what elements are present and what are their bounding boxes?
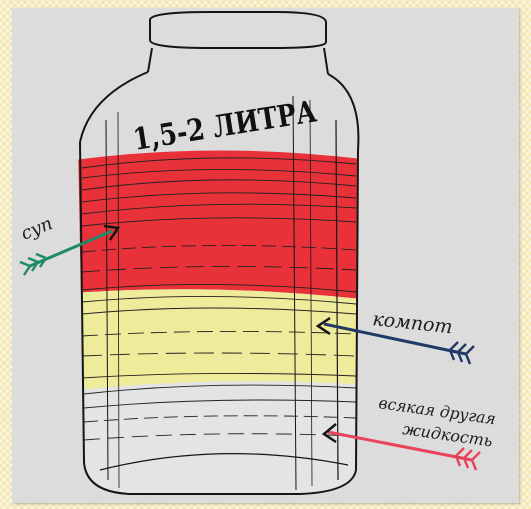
volume-label: 1,5-2 ЛИТРА — [131, 94, 320, 158]
soup-label: суп — [18, 213, 56, 245]
compote-label: компот — [371, 308, 453, 338]
other-liquid-layer — [60, 381, 370, 500]
